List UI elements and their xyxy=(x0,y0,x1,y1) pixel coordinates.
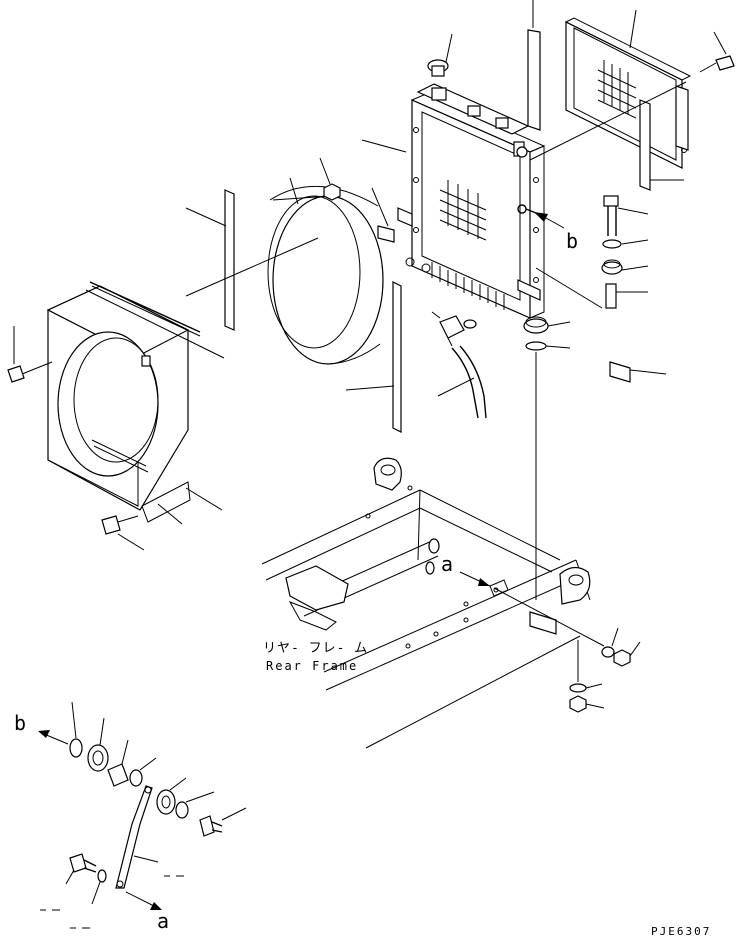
arrow-a-frame xyxy=(459,571,605,647)
mount-collar xyxy=(605,283,648,309)
pad-left xyxy=(377,225,395,243)
mount-washer xyxy=(602,239,649,249)
label-a-detail: a xyxy=(157,909,169,933)
bolt-top-right xyxy=(699,31,735,73)
fan-ring xyxy=(267,177,384,365)
detail-washer-3 xyxy=(175,791,215,819)
seal-strip-top xyxy=(527,0,541,131)
frame-nut-2 xyxy=(569,695,605,713)
leader-lines-upper xyxy=(361,9,687,309)
mount-cushion xyxy=(601,259,649,275)
frame-nut-1 xyxy=(613,641,641,667)
mount-bolt xyxy=(603,195,649,236)
detail-cushion xyxy=(87,717,109,772)
frame-washer-2 xyxy=(569,683,603,693)
seal-strip-ring-right xyxy=(345,281,402,433)
detail-washer-1 xyxy=(69,701,83,758)
lower-cushion xyxy=(523,316,571,334)
radiator-net xyxy=(564,17,692,169)
detail-collar xyxy=(107,739,129,787)
arrow-b-detail xyxy=(38,730,69,745)
seal-strip-side xyxy=(639,85,689,191)
radiator xyxy=(397,83,547,319)
fan-shroud xyxy=(46,281,225,525)
shroud-bolt-bottom xyxy=(101,515,145,551)
detail-bolt-lower xyxy=(65,853,97,885)
part-number-dashes xyxy=(40,875,184,929)
frame-washer-1 xyxy=(601,627,619,658)
label-b-radiator: b xyxy=(566,229,578,253)
detail-bolt xyxy=(199,807,247,837)
detail-washer-lower xyxy=(91,869,107,905)
label-a-frame: a xyxy=(441,552,453,576)
seal-strip-ring-left xyxy=(185,189,235,331)
detail-washer-2 xyxy=(129,757,157,787)
detail-stay xyxy=(115,785,159,889)
lower-washer xyxy=(525,341,571,351)
leader-shroud-ring xyxy=(185,237,319,297)
shroud-bolt-left xyxy=(7,326,53,383)
arrow-a-detail xyxy=(125,891,162,910)
rear-frame-label-en: Rear Frame xyxy=(266,659,358,673)
radiator-cap xyxy=(427,33,453,77)
drain-valve xyxy=(431,311,477,347)
drawing-code: PJE6307 xyxy=(651,925,711,938)
rear-frame xyxy=(261,457,591,749)
drain-hose xyxy=(437,345,487,419)
arrow-b-radiator xyxy=(534,212,565,229)
ring-nut xyxy=(319,157,341,201)
pad-right xyxy=(609,361,667,383)
rear-frame-label-jp: リヤ- フレ- ム xyxy=(263,641,368,656)
label-b-detail: b xyxy=(14,711,26,735)
detail-cushion-2 xyxy=(156,777,187,815)
